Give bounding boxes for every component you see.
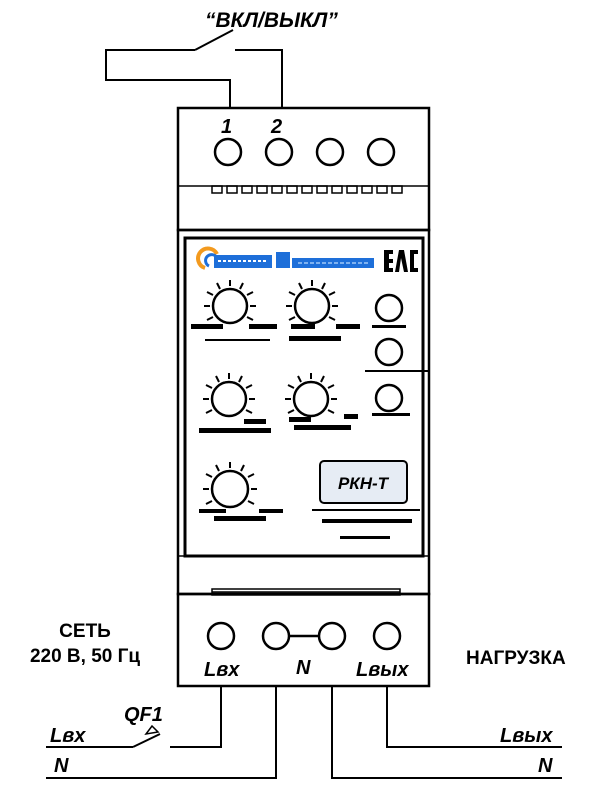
led-3 bbox=[374, 383, 404, 413]
indicator-leds bbox=[365, 293, 429, 416]
knob-2[interactable] bbox=[286, 280, 360, 341]
load-label: НАГРУЗКА bbox=[466, 648, 566, 669]
terminal-lin-screw[interactable] bbox=[206, 621, 236, 651]
terminal-3-screw[interactable] bbox=[315, 137, 345, 167]
knob-3[interactable] bbox=[199, 373, 271, 433]
breaker-label: QF1 bbox=[124, 704, 163, 726]
bottom-terminal-screws[interactable] bbox=[206, 621, 402, 651]
led-1 bbox=[374, 293, 404, 323]
wire-n-right-label: N bbox=[538, 755, 553, 777]
knob-1[interactable] bbox=[191, 280, 277, 341]
top-terminal-screws[interactable] bbox=[213, 137, 396, 167]
terminal-n1-screw[interactable] bbox=[261, 621, 291, 651]
device-housing bbox=[176, 106, 431, 688]
model-plate-lines bbox=[312, 509, 420, 539]
wire-lin-label: Lвх bbox=[50, 725, 86, 747]
logo-swirl-icon bbox=[196, 246, 219, 270]
network-label-line2: 220 В, 50 Гц bbox=[30, 646, 140, 667]
terminal-lout-screw[interactable] bbox=[372, 621, 402, 651]
switch-label: “ВКЛ/ВЫКЛ” bbox=[205, 9, 338, 32]
model-label: РКН-Т bbox=[338, 474, 390, 493]
terminal-lin-label: Lвх bbox=[204, 659, 240, 681]
eac-mark-icon bbox=[384, 250, 418, 272]
front-panel bbox=[183, 236, 425, 558]
wire-n-left-label: N bbox=[54, 755, 69, 777]
terminal-n2-screw[interactable] bbox=[317, 621, 347, 651]
top-vent bbox=[211, 185, 403, 194]
terminal-1-label: 1 bbox=[221, 116, 232, 138]
network-label-line1: СЕТЬ bbox=[59, 621, 111, 642]
brand-logo bbox=[196, 246, 374, 270]
wire-lout-label: Lвых bbox=[500, 725, 553, 747]
model-plate bbox=[319, 460, 408, 504]
breaker-contact bbox=[132, 733, 161, 748]
knob-5[interactable] bbox=[199, 462, 283, 521]
terminal-1-screw[interactable] bbox=[213, 137, 243, 167]
knob-4[interactable] bbox=[285, 373, 358, 430]
switch-wiring bbox=[105, 29, 283, 108]
terminal-2-label: 2 bbox=[270, 116, 282, 138]
breaker-icon bbox=[144, 724, 160, 736]
terminal-2-screw[interactable] bbox=[264, 137, 294, 167]
terminal-4-screw[interactable] bbox=[366, 137, 396, 167]
terminal-lout-label: Lвых bbox=[356, 659, 409, 681]
terminal-n-label: N bbox=[296, 657, 311, 679]
supply-wiring bbox=[46, 686, 562, 779]
led-2 bbox=[374, 337, 404, 367]
